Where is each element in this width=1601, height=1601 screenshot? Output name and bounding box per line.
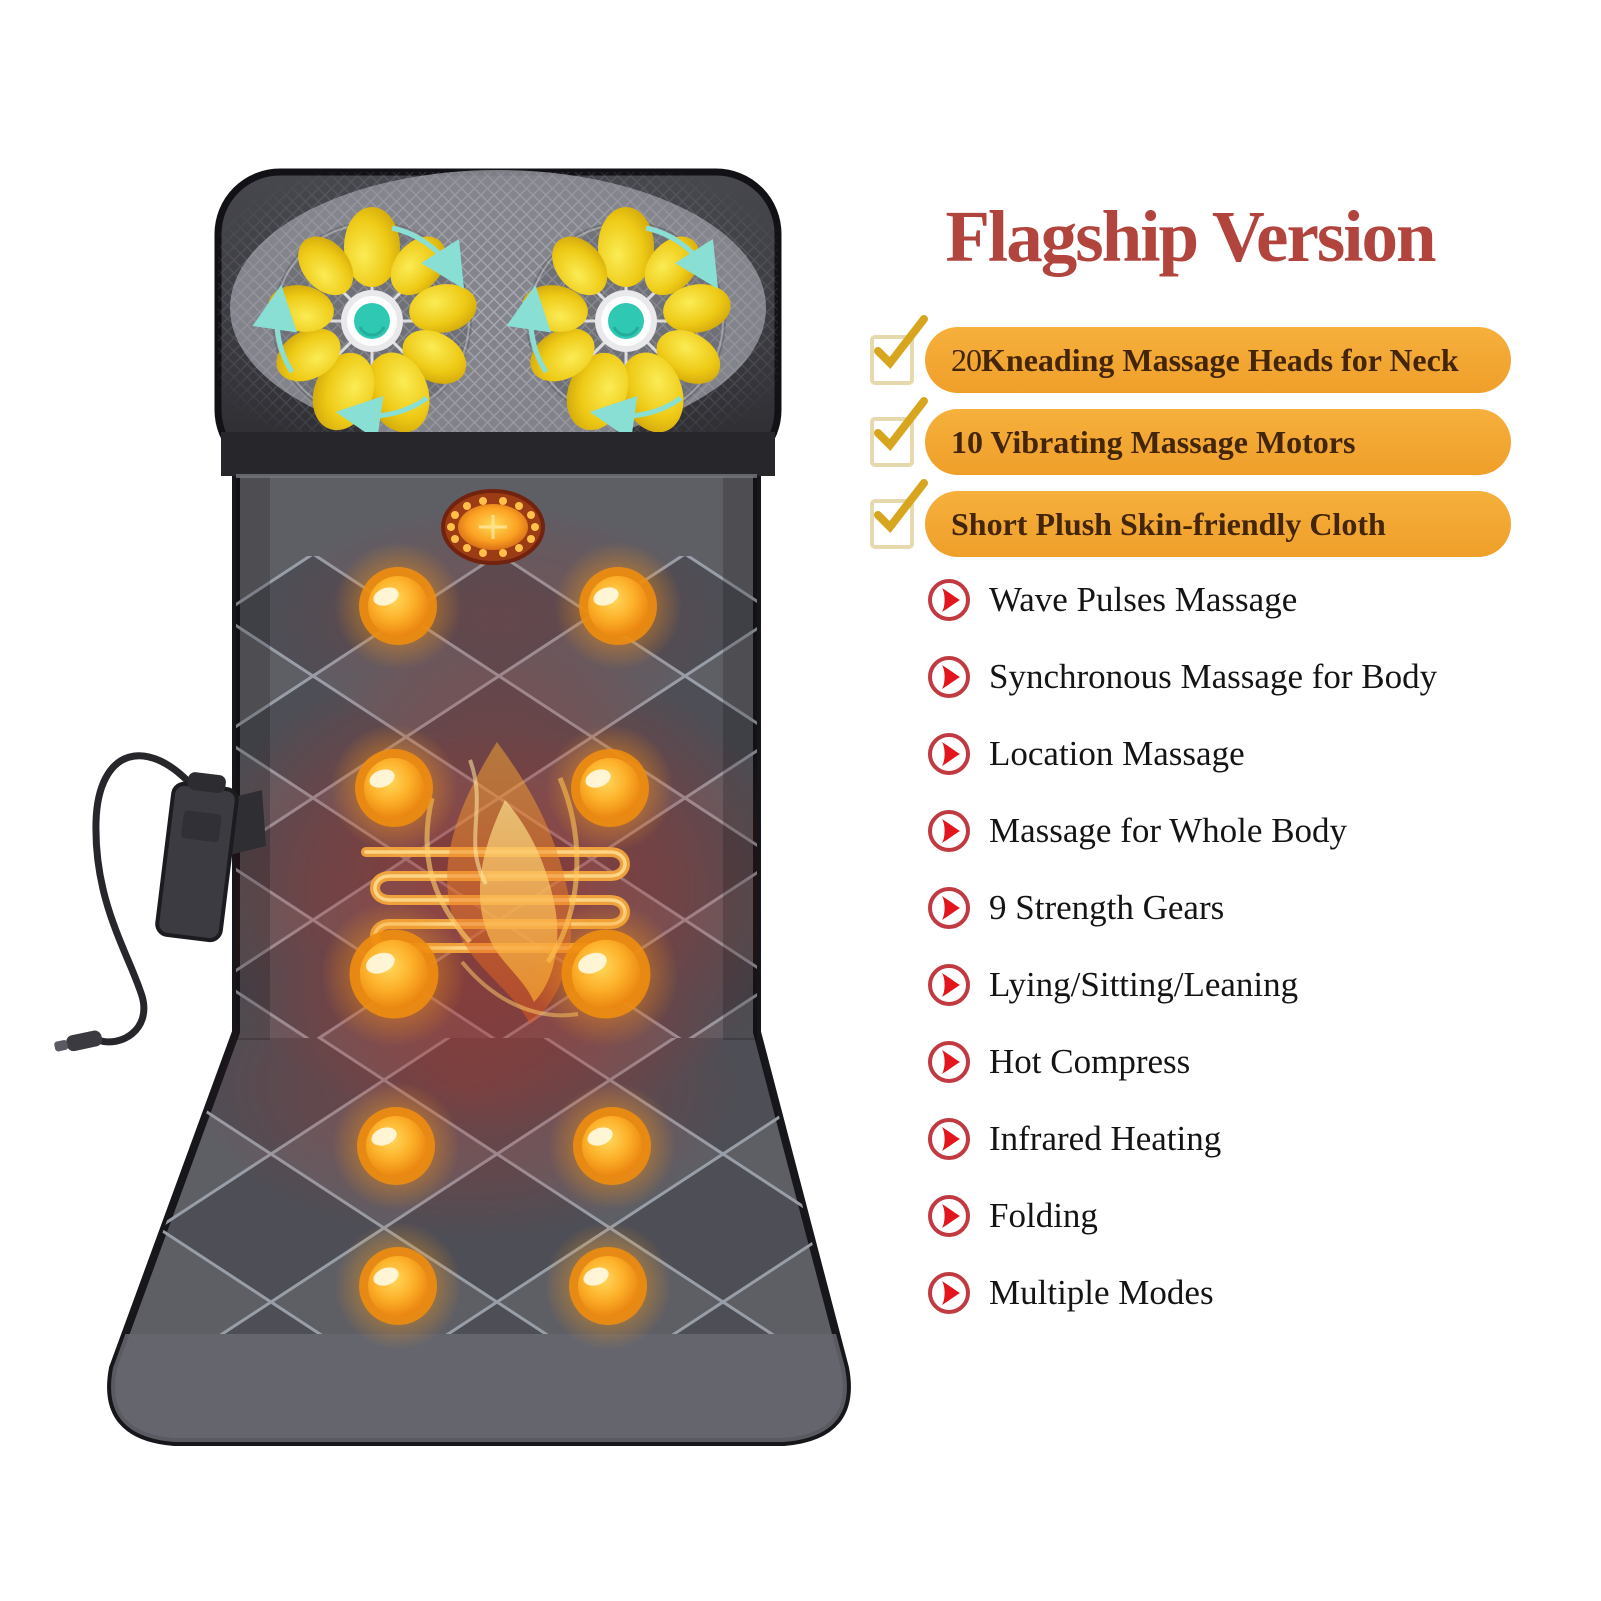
highlight-pill: 10 Vibrating Massage Motors bbox=[925, 409, 1511, 475]
pillow-bottom-band bbox=[221, 432, 775, 476]
arrow-circle-icon bbox=[926, 1193, 972, 1239]
quilted-mat-body bbox=[107, 466, 851, 1446]
highlight-row: Short Plush Skin-friendly Cloth bbox=[870, 479, 1511, 558]
checkbox-checked-icon bbox=[870, 315, 928, 385]
power-cable bbox=[92, 752, 200, 1046]
feature-label: Folding bbox=[989, 1196, 1098, 1235]
vibration-motors bbox=[321, 542, 682, 1350]
feature-item: Infrared Heating bbox=[926, 1116, 1437, 1162]
feature-item: Wave Pulses Massage bbox=[926, 577, 1437, 623]
feature-item: Folding bbox=[926, 1193, 1437, 1239]
feature-label: Infrared Heating bbox=[989, 1119, 1222, 1158]
vibration-motor bbox=[548, 1082, 676, 1210]
ir-lamp-dots bbox=[447, 497, 539, 557]
vibration-motor bbox=[546, 724, 674, 852]
arrow-circle-icon bbox=[926, 654, 972, 700]
arrow-circle-icon bbox=[926, 577, 972, 623]
vibration-motor bbox=[544, 1222, 672, 1350]
feature-label: Lying/Sitting/Leaning bbox=[989, 965, 1299, 1004]
arrow-circle-icon bbox=[926, 885, 972, 931]
checkbox-checked-icon bbox=[870, 397, 928, 467]
feature-item: Synchronous Massage for Body bbox=[926, 654, 1437, 700]
vibration-motor bbox=[334, 542, 462, 670]
arrow-circle-icon bbox=[926, 1116, 972, 1162]
headrest-pillow bbox=[214, 168, 782, 478]
arrow-circle-icon bbox=[926, 731, 972, 777]
highlight-row: 10 Vibrating Massage Motors bbox=[870, 397, 1511, 476]
feature-item: Lying/Sitting/Leaning bbox=[926, 962, 1437, 1008]
arrow-circle-icon bbox=[926, 808, 972, 854]
feature-label: Massage for Whole Body bbox=[989, 811, 1348, 850]
feature-item: Multiple Modes bbox=[926, 1270, 1437, 1316]
arrow-circle-icon bbox=[926, 1039, 972, 1085]
arrow-circle-icon bbox=[926, 1270, 972, 1316]
highlight-label: Kneading Massage Heads for Neck bbox=[981, 341, 1459, 378]
feature-label: Wave Pulses Massage bbox=[989, 580, 1298, 619]
remote-control bbox=[155, 772, 266, 943]
feature-item: 9 Strength Gears bbox=[926, 885, 1437, 931]
highlight-label: Short Plush Skin-friendly Cloth bbox=[951, 505, 1386, 542]
feature-label: 9 Strength Gears bbox=[989, 888, 1225, 927]
feature-list: Wave Pulses Massage Synchronous Massage … bbox=[926, 577, 1437, 1316]
checkbox-checked-icon bbox=[870, 479, 928, 549]
page-title: Flagship Version bbox=[945, 195, 1436, 277]
highlight-label: 10 Vibrating Massage Motors bbox=[951, 423, 1356, 460]
vibration-motor bbox=[533, 901, 679, 1047]
feature-label: Synchronous Massage for Body bbox=[989, 657, 1438, 696]
feature-label: Location Massage bbox=[989, 734, 1245, 773]
vibration-motor bbox=[554, 542, 682, 670]
arrow-circle-icon bbox=[926, 962, 972, 1008]
vibration-motor bbox=[334, 1222, 462, 1350]
feature-label: Multiple Modes bbox=[989, 1273, 1214, 1312]
feature-label: Hot Compress bbox=[989, 1042, 1191, 1081]
feature-item: Massage for Whole Body bbox=[926, 808, 1437, 854]
vibration-motor bbox=[321, 901, 467, 1047]
vibration-motor bbox=[330, 724, 458, 852]
feature-item: Hot Compress bbox=[926, 1039, 1437, 1085]
vibration-motor bbox=[332, 1082, 460, 1210]
ir-lamp-oval bbox=[441, 489, 545, 565]
cable-plug-icon bbox=[54, 1030, 103, 1052]
massage-mat-illustration bbox=[54, 168, 851, 1446]
highlight-pill: Short Plush Skin-friendly Cloth bbox=[925, 491, 1511, 557]
highlight-count: 20 bbox=[951, 341, 982, 378]
feature-item: Location Massage bbox=[926, 731, 1437, 777]
